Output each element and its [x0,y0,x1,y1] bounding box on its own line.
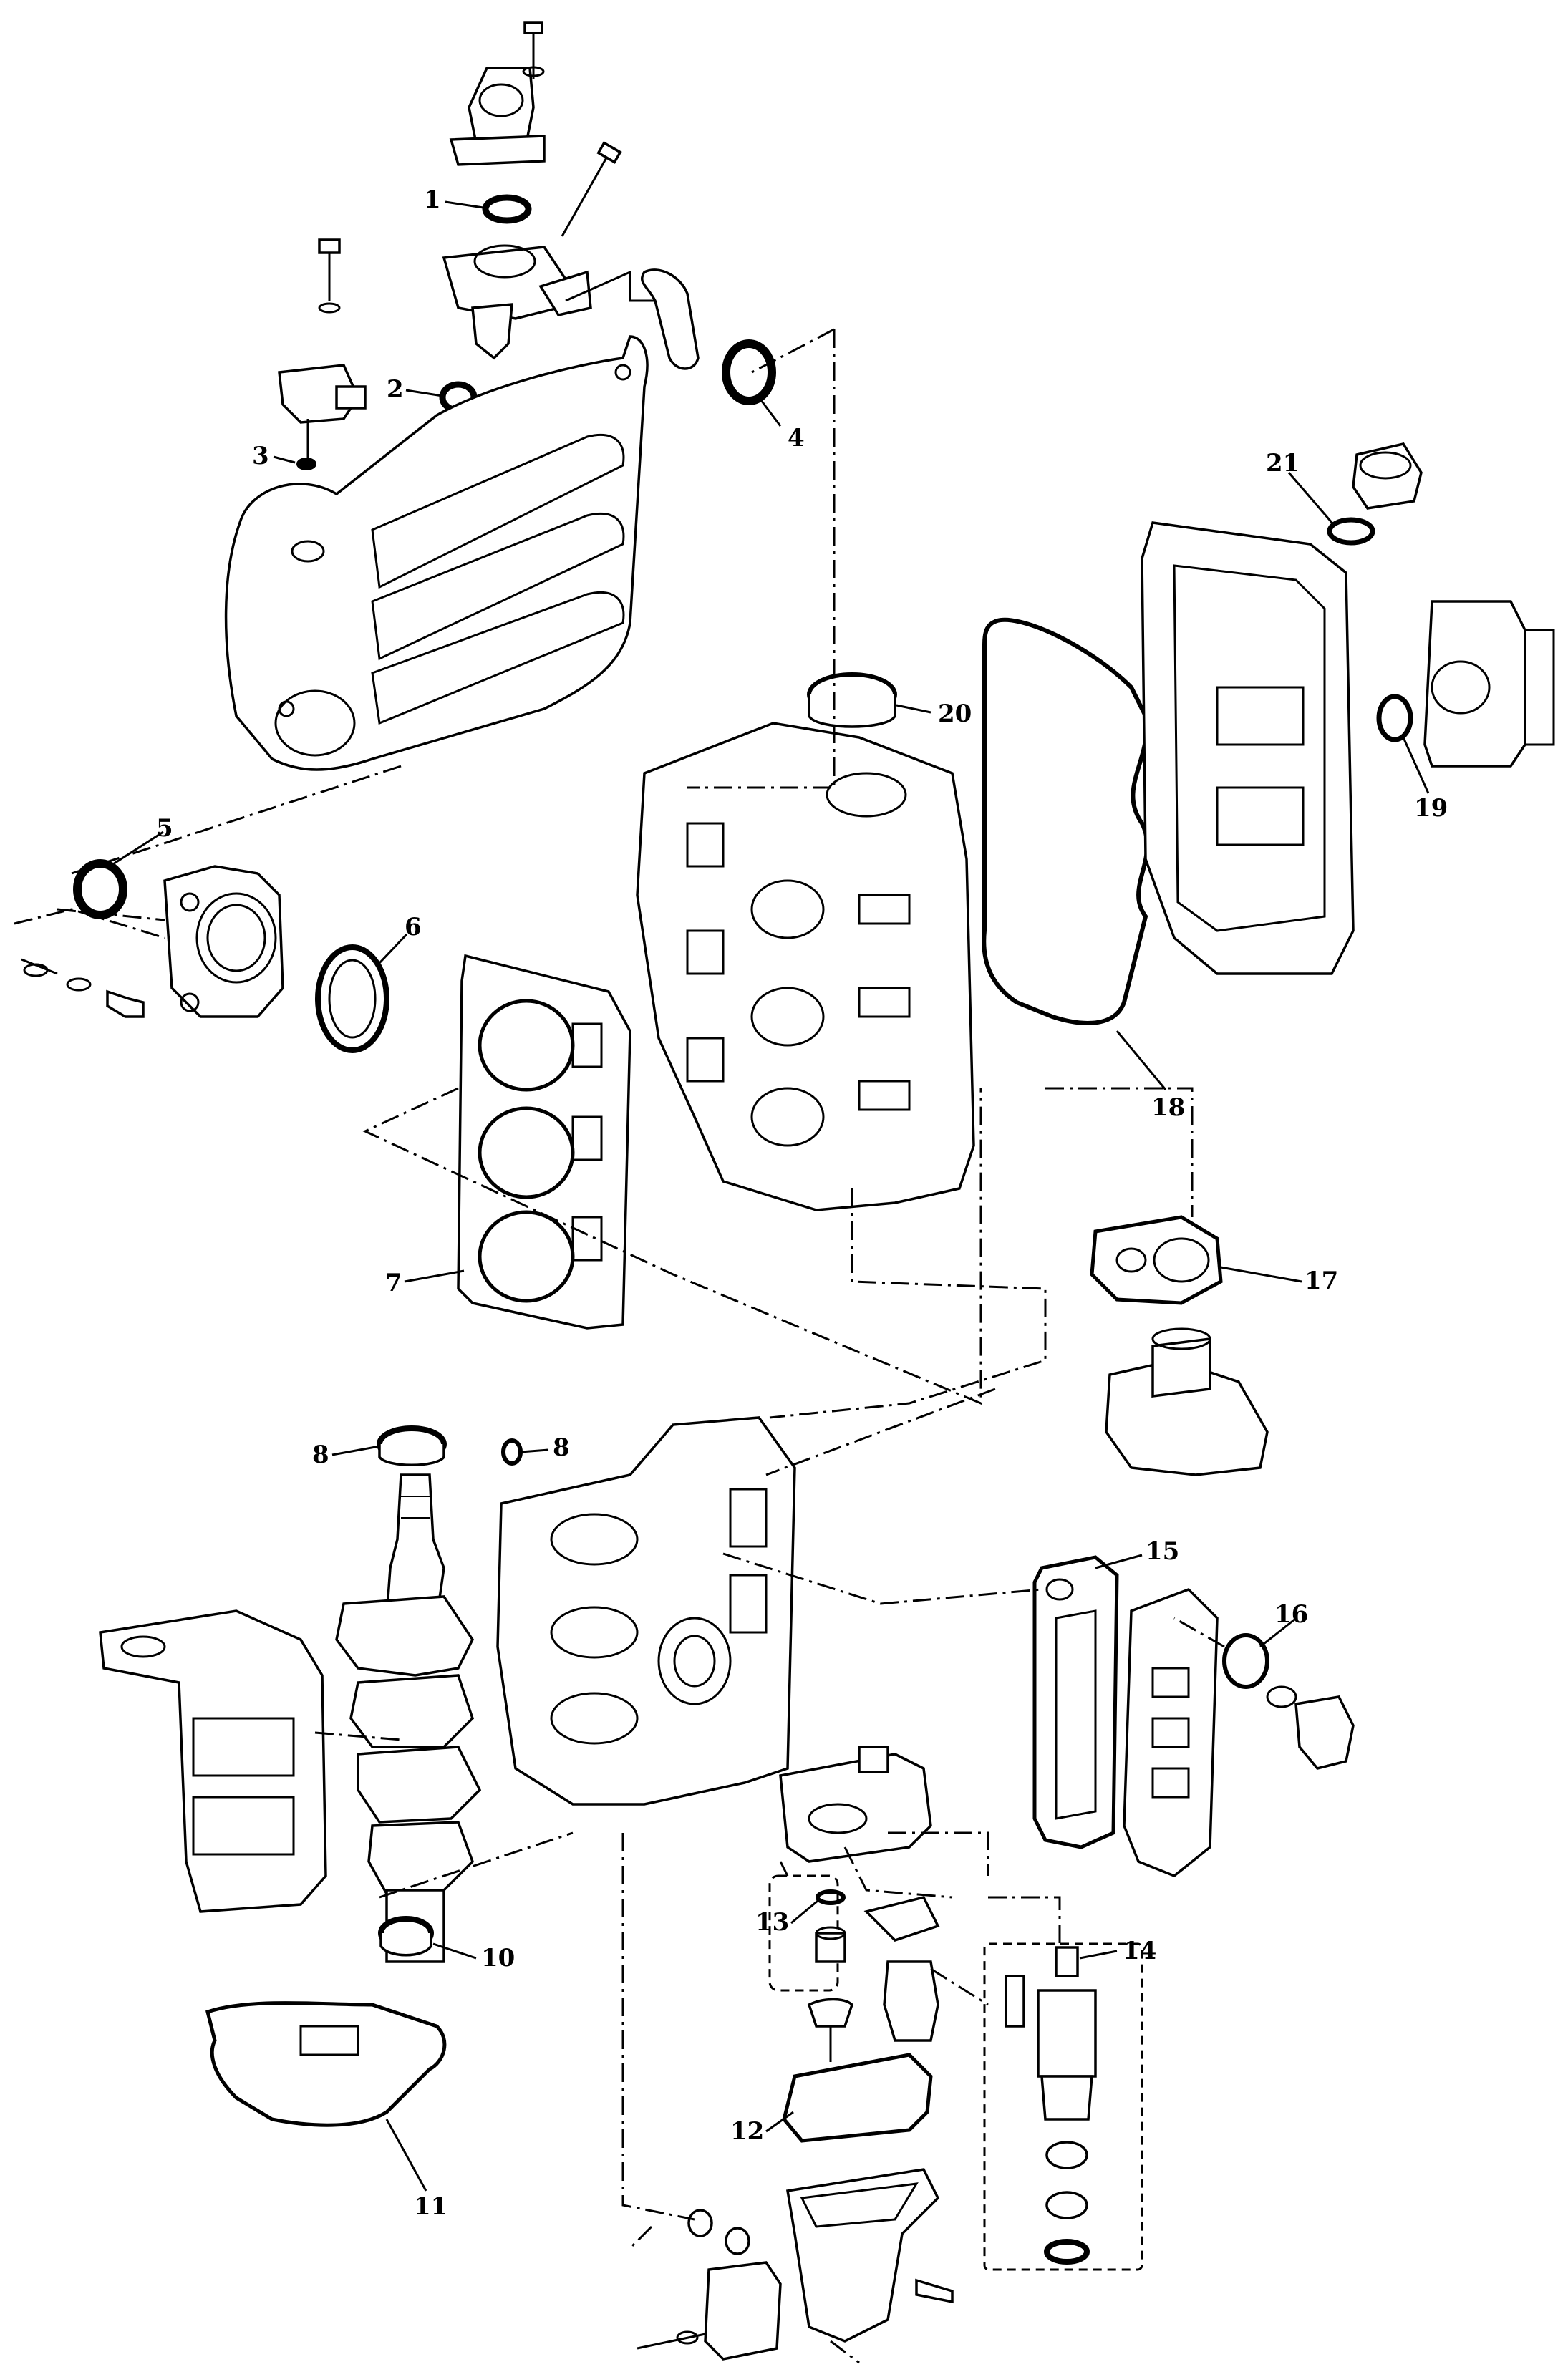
callout-8-left: 8 [312,1441,329,1469]
idle-air-control-valve [449,21,622,237]
valve-cover [1141,521,1355,975]
throttle-body [163,865,284,1018]
thermostat-gasket-17 [1090,1215,1223,1305]
fuel-pump-kit-14 [983,1942,1143,2271]
callout-16: 16 [1274,1600,1309,1629]
callout-3: 3 [252,442,269,470]
oil-seal-10 [378,1916,434,1957]
callout-6: 6 [405,913,422,941]
cylinder-head [636,722,975,1211]
callout-12: 12 [730,2117,765,2146]
oil-seal-5 [73,859,127,919]
callout-21: 21 [1266,449,1300,478]
exhaust-gasket-15 [1032,1555,1119,1849]
gasket-11 [205,2001,447,2127]
callout-4: 4 [788,424,805,452]
gasket-16 [1222,1633,1269,1689]
float-chamber-gasket-12 [782,2053,933,2143]
electric-fuel-pump [883,1960,939,2042]
callout-19: 19 [1414,794,1448,823]
oil-seal-4 [722,339,776,405]
callout-15: 15 [1146,1537,1180,1566]
callout-20: 20 [938,699,972,728]
float [807,1998,854,2062]
o-ring-8 [501,1438,523,1466]
oil-seal-20 [807,672,897,728]
drain-screws [687,2209,954,2304]
engine-bracket [99,1609,327,1913]
exhaust-cover [1123,1587,1219,1878]
regulator-bracket [863,1895,940,1942]
callout-18: 18 [1151,1093,1186,1122]
mounting-bolt [318,238,341,314]
float-valve-13 [768,1874,846,1992]
callout-2: 2 [387,375,404,404]
callout-10: 10 [481,1944,516,1972]
intake-manifold [224,335,649,771]
o-ring-3 [296,458,316,470]
callout-17: 17 [1305,1267,1339,1295]
o-ring-1 [482,194,532,224]
o-ring-19 [1376,694,1413,742]
fuel-pump-high-pressure [1423,600,1555,768]
intake-ring-6 [315,944,389,1053]
callout-5: 5 [156,814,173,843]
anode-cover [1266,1685,1355,1770]
solenoid-valve [637,2261,782,2361]
callout-8-right: 8 [553,1433,570,1462]
head-gasket-7 [457,954,631,1330]
callout-7: 7 [385,1269,402,1297]
oil-filler-cap [1352,442,1423,510]
callout-1: 1 [424,185,441,214]
o-ring-21 [1327,517,1375,546]
vapor-separator-cover [779,1746,932,1877]
valve-cover-gasket-18 [982,617,1150,1025]
float-chamber [785,2168,940,2343]
cylinder-block [496,1416,796,1806]
leader-lines [107,200,1430,2192]
crankshaft [335,1473,482,1963]
callout-13: 13 [755,1908,790,1937]
thermostat-cover [1105,1327,1269,1476]
map-sensor [278,364,367,458]
throttle-body-screws [21,958,145,1018]
callout-14: 14 [1123,1937,1157,1965]
sensor-housing [442,244,700,370]
oil-seal-8 [377,1425,447,1466]
callout-11: 11 [414,2192,448,2221]
